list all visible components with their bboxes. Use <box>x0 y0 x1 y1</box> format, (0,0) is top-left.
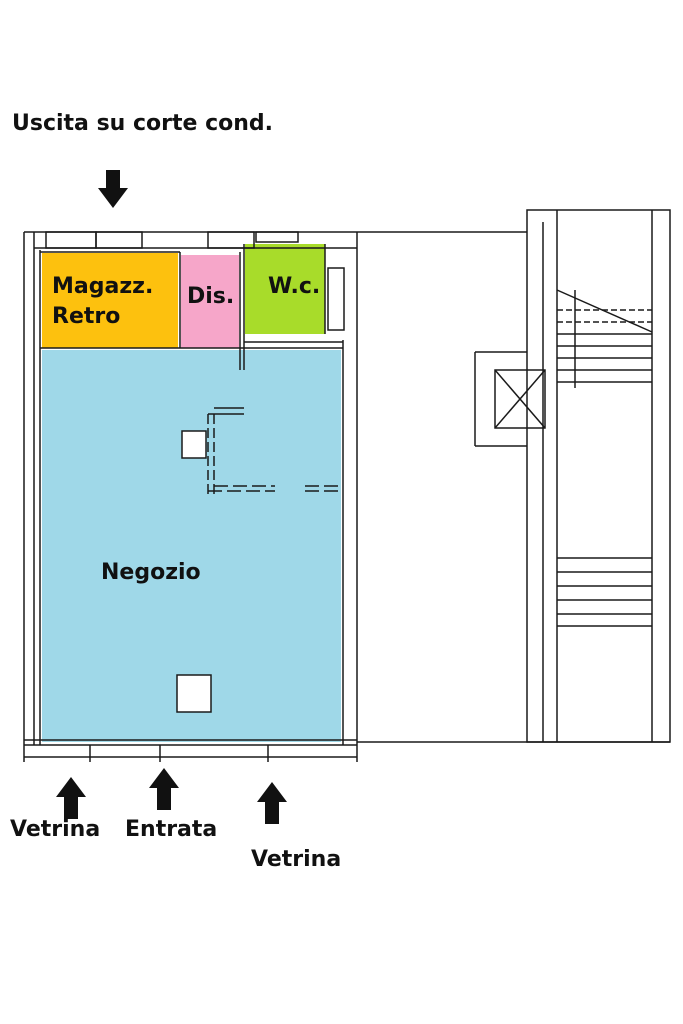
window-left-arrow-icon <box>56 777 86 819</box>
entrance-label: Entrata <box>125 817 218 842</box>
room-wc <box>245 244 325 334</box>
window-left-label: Vetrina <box>10 817 101 842</box>
entrance-arrow-icon <box>149 768 179 810</box>
hall-label: Dis. <box>187 284 235 309</box>
room-storage <box>42 253 178 348</box>
shop-label: Negozio <box>101 560 201 585</box>
window-right-arrow-icon <box>257 782 287 824</box>
storage-label-line1: Magazz. <box>52 274 154 299</box>
storage-label: Magazz. Retro <box>52 272 153 332</box>
room-hall <box>181 255 239 348</box>
wc-label: W.c. <box>268 274 321 299</box>
walls <box>23 209 671 762</box>
storage-label-line2: Retro <box>52 304 121 329</box>
exit-arrow-icon <box>98 170 128 208</box>
exit-label: Uscita su corte cond. <box>12 111 274 136</box>
window-right-label: Vetrina <box>251 847 342 872</box>
